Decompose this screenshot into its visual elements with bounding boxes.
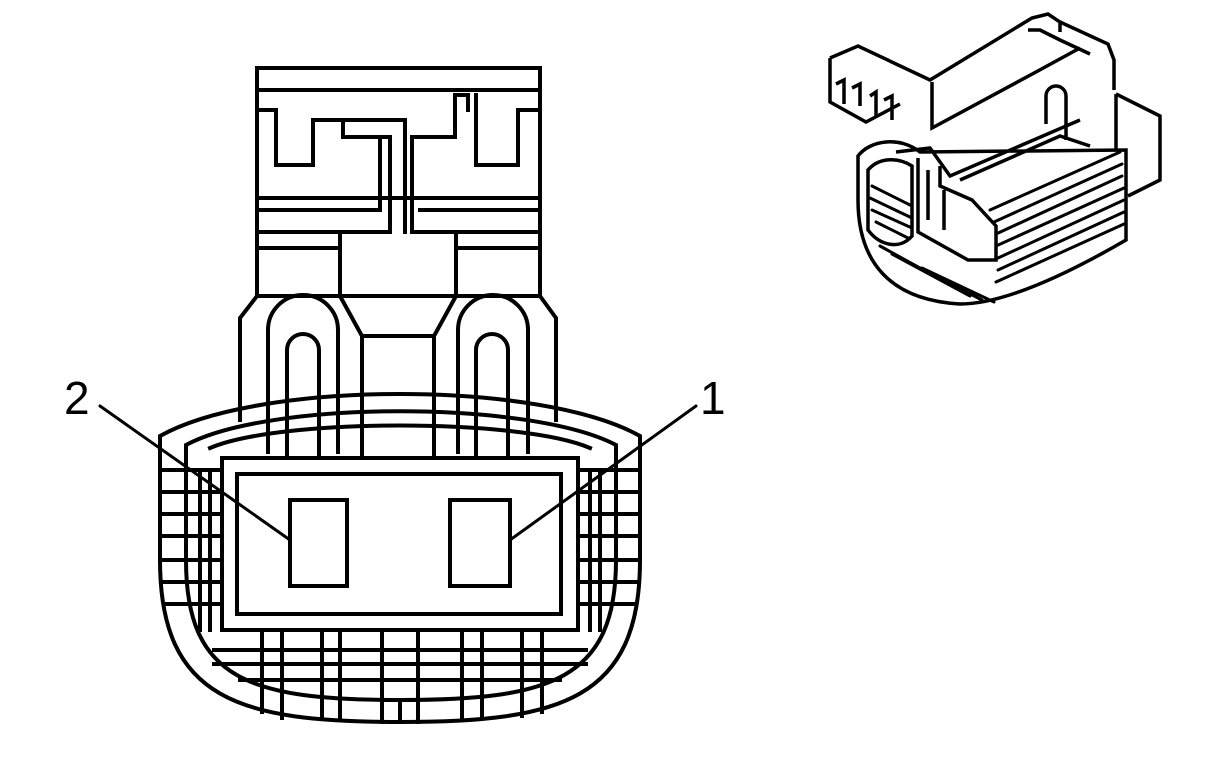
pin-2-cavity xyxy=(288,498,349,588)
pin-1-label: 1 xyxy=(700,372,726,424)
connector-body xyxy=(158,392,642,725)
pin-2-leader-line xyxy=(98,404,292,542)
connector-isometric-view xyxy=(828,12,1162,306)
connector-latch-housing xyxy=(255,66,542,298)
pin-2-label: 2 xyxy=(64,372,90,424)
connector-cavity-frame xyxy=(220,446,580,632)
connector-body-grid xyxy=(160,468,640,724)
connector-shoulders xyxy=(238,293,558,454)
connector-face-view: 2 1 xyxy=(64,66,726,725)
pin-1-cavity xyxy=(448,498,512,588)
pin-1-leader-line xyxy=(508,404,698,542)
